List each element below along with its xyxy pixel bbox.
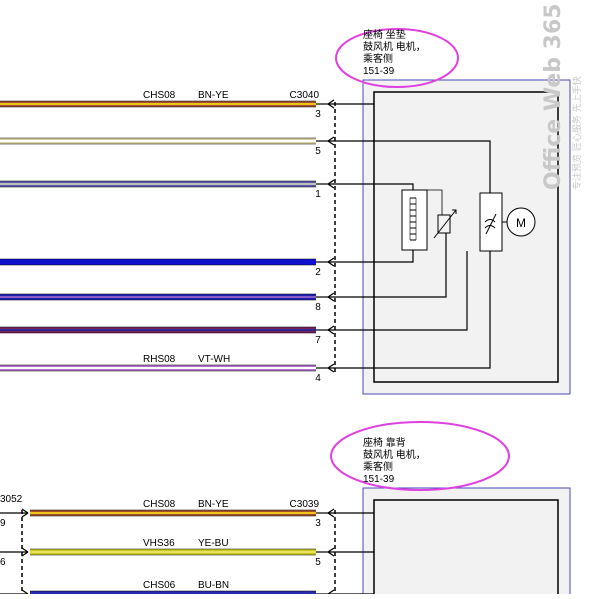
bottom-component-label-line3: 乘客侧 — [363, 460, 393, 473]
circuit-b6: CHS06 — [143, 580, 176, 591]
wire-b5-base — [30, 549, 316, 555]
top-component-group: 座椅 坐垫 鼓风机 电机， 乘客侧 151-39 M — [290, 28, 571, 395]
top-connector-label: C3040 — [290, 90, 320, 101]
heater-element-coil — [409, 197, 417, 241]
top-component-box — [362, 79, 571, 395]
motor-label: M — [516, 216, 526, 230]
wire-w1-stripe — [0, 181, 316, 183]
wire-w3-stripe — [0, 101, 316, 103]
wire-w2-arrow — [327, 257, 335, 267]
pin-w7: 7 — [315, 335, 321, 346]
wire-w1-base — [0, 181, 316, 187]
pin-b3: 3 — [315, 518, 321, 529]
wire-w8-stripe2 — [0, 298, 316, 300]
wire-w3-stripe2 — [0, 105, 316, 107]
wire-w7-stripe2 — [0, 331, 316, 333]
bottom-component-box — [362, 487, 571, 599]
pin-w2: 2 — [315, 267, 321, 278]
watermark: Office Web 365 专注预览 匠心服务 先上手快 — [541, 3, 583, 190]
wire-b3-stripe — [30, 510, 316, 512]
wire-w8-arrow — [327, 292, 335, 302]
bottom-component-inner-frame — [373, 499, 559, 599]
bottom-connector-label: C3039 — [290, 499, 320, 510]
top-internal-wires — [328, 103, 491, 369]
wire-b3-arrow — [327, 508, 335, 518]
thermistor-symbol — [433, 209, 457, 239]
pin-w4: 4 — [315, 373, 321, 384]
wire-w1-stripe2 — [0, 185, 316, 187]
bottom-component-highlight — [330, 421, 510, 491]
wire-b3-base — [30, 510, 316, 516]
top-component-ref: 151-39 — [363, 66, 395, 77]
wire-w4-arrow — [327, 363, 335, 373]
wire-w7-base — [0, 327, 316, 333]
circuit-w3: CHS08 — [143, 90, 176, 101]
wire-w5-arrow — [327, 136, 335, 146]
wire-w8-stripe — [0, 294, 316, 296]
bottom-component-label-line1: 座椅 靠背 — [363, 436, 406, 449]
bottom-component-ref: 151-39 — [363, 474, 395, 485]
watermark-brand: Office Web 365 — [541, 3, 566, 190]
wire-b5-left-arrow — [21, 547, 29, 557]
left-pin-b5: 6 — [0, 557, 6, 568]
color-code-b5: YE-BU — [198, 538, 229, 549]
wire-w4-base — [0, 365, 316, 371]
wire-w7-arrow — [327, 325, 335, 335]
motor-controller-symbol — [484, 213, 497, 235]
wire-w8-base — [0, 294, 316, 300]
left-pin-b3: 9 — [0, 518, 6, 529]
top-component-highlight — [335, 28, 459, 88]
pin-w1: 1 — [315, 189, 321, 200]
top-component-label-line2: 鼓风机 电机， — [363, 40, 426, 53]
watermark-tagline: 专注预览 匠心服务 先上手快 — [571, 76, 583, 190]
wire-w5-base — [0, 138, 316, 144]
pin-w3: 3 — [315, 109, 321, 120]
wire-b3-left-arrow — [21, 508, 29, 518]
pin-w5: 5 — [315, 146, 321, 157]
wire-w1-arrow — [327, 179, 335, 189]
wire-w3-base — [0, 101, 316, 107]
circuit-b5: VHS36 — [143, 538, 175, 549]
top-wires: 3 CHS08 BN-YE 5 1 2 8 7 4 RHS08 VT-WH — [0, 90, 335, 384]
wire-w4-stripe2 — [0, 369, 316, 371]
wire-b3-stripe2 — [30, 514, 316, 516]
bottom-component-group: 座椅 靠背 鼓风机 电机， 乘客侧 151-39 C3039 3052 — [0, 421, 571, 599]
circuit-w4: RHS08 — [143, 354, 176, 365]
circuit-b3: CHS08 — [143, 499, 176, 510]
top-component-label-line1: 座椅 坐垫 — [363, 28, 406, 41]
wire-w5-stripe2 — [0, 142, 316, 144]
pin-w8: 8 — [315, 302, 321, 313]
pin-b5: 5 — [315, 557, 321, 568]
wire-w3-arrow — [327, 99, 335, 109]
motor-controller — [479, 192, 503, 252]
color-code-w3: BN-YE — [198, 90, 229, 101]
wire-w7-stripe — [0, 327, 316, 329]
wire-w2-stripe — [0, 259, 316, 261]
wire-b5-stripe — [30, 549, 316, 551]
top-component-label-line3: 乘客侧 — [363, 52, 393, 65]
color-code-b6: BU-BN — [198, 580, 229, 591]
color-code-b3: BN-YE — [198, 499, 229, 510]
wire-b5-arrow — [327, 547, 335, 557]
wire-w2-base — [0, 259, 316, 265]
bottom-component-label-line2: 鼓风机 电机， — [363, 448, 426, 461]
wire-w4-stripe — [0, 365, 316, 367]
heater-element — [401, 189, 428, 251]
bottom-left-connector-label: 3052 — [0, 494, 23, 505]
wire-w5-stripe — [0, 138, 316, 140]
color-code-w4: VT-WH — [198, 354, 230, 365]
wire-b6-stripe — [30, 591, 316, 593]
wire-w2-stripe2 — [0, 263, 316, 265]
top-component-inner-frame — [373, 91, 559, 383]
wire-b5-stripe2 — [30, 553, 316, 555]
